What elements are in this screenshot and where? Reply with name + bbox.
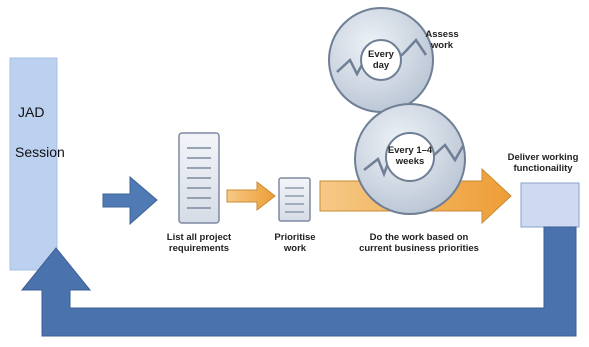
jad-label-line2: Session — [15, 144, 65, 160]
weekly-cycle-gear — [354, 103, 466, 215]
deliver-line1: Deliver working — [507, 152, 579, 163]
jad-session-box — [9, 57, 58, 271]
arrow-to-list — [102, 175, 158, 226]
prioritise-label: Prioritise work — [262, 232, 328, 254]
do-work-line2: current business priorities — [359, 243, 479, 254]
daily-cycle-gear — [328, 7, 434, 113]
weekly-cycle-line2: weeks — [395, 156, 425, 167]
weekly-cycle-label: Every 1–4 weeks — [384, 145, 436, 167]
feedback-arrow — [20, 226, 577, 337]
assess-line2: work — [430, 40, 454, 51]
daily-cycle-label: Every day — [359, 49, 403, 71]
list-requirements-line2: requirements — [168, 243, 230, 254]
weekly-cycle-line1: Every 1–4 — [387, 145, 433, 156]
prioritise-document — [278, 177, 311, 222]
do-work-line1: Do the work based on — [369, 232, 469, 243]
list-requirements-label: List all project requirements — [158, 232, 240, 254]
do-work-label: Do the work based on current business pr… — [345, 232, 493, 254]
list-requirements-line1: List all project — [166, 232, 232, 243]
prioritise-line1: Prioritise — [274, 232, 316, 243]
deliver-label: Deliver working functionaility — [500, 152, 586, 174]
daily-cycle-line1: Every — [368, 49, 394, 60]
deliver-line2: functionaility — [513, 163, 573, 174]
jad-label-line1: JAD — [18, 104, 45, 120]
assess-line1: Assess — [425, 29, 459, 40]
assess-label: Assess work — [423, 29, 461, 51]
daily-cycle-line2: day — [372, 60, 390, 71]
deliver-box — [520, 182, 580, 228]
arrow-to-prioritise — [226, 180, 276, 212]
prioritise-line2: work — [283, 243, 307, 254]
